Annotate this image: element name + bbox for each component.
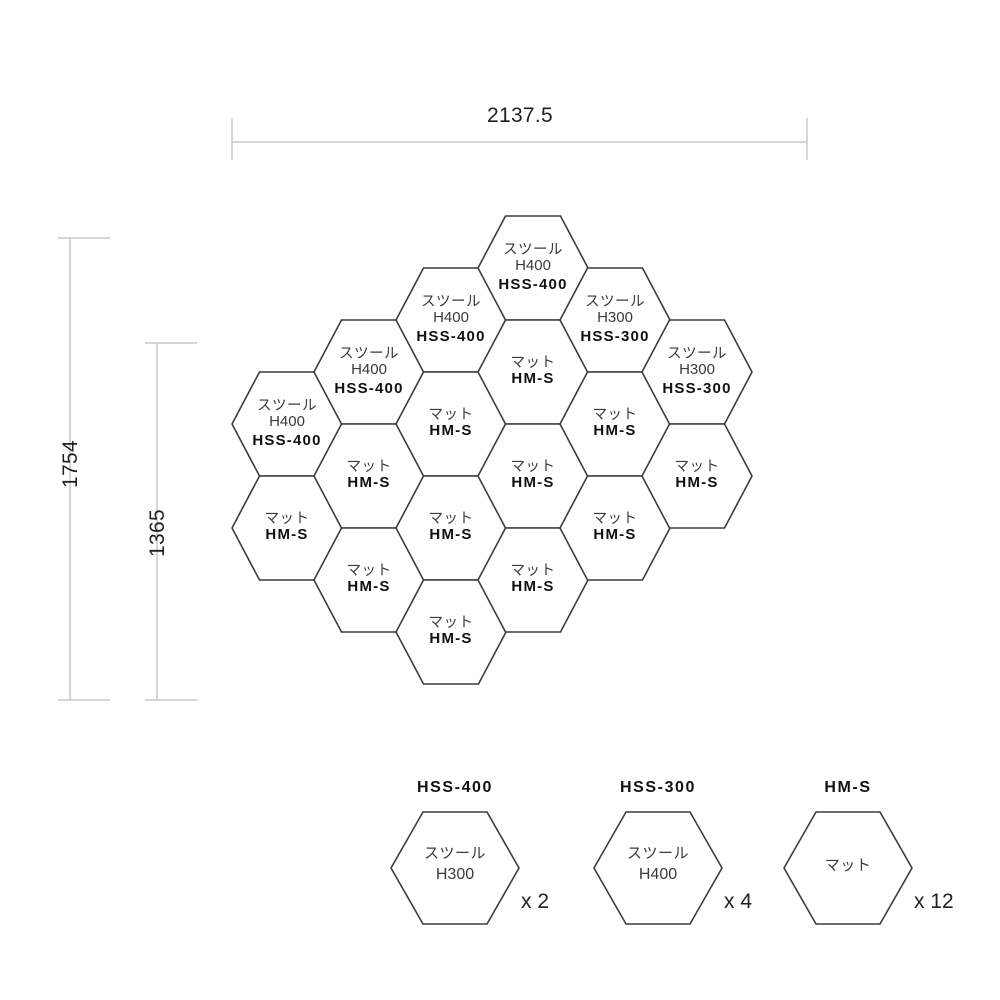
legend-hex-hss-400[interactable] (390, 811, 520, 925)
hexagon-modules (231, 215, 753, 685)
legend-hex-hss-300[interactable] (593, 811, 723, 925)
dimension-lines (58, 118, 808, 701)
hex-module-c6r2[interactable] (641, 423, 753, 529)
legend-hexagons (390, 811, 913, 925)
legend-hex-hm-s[interactable] (783, 811, 913, 925)
